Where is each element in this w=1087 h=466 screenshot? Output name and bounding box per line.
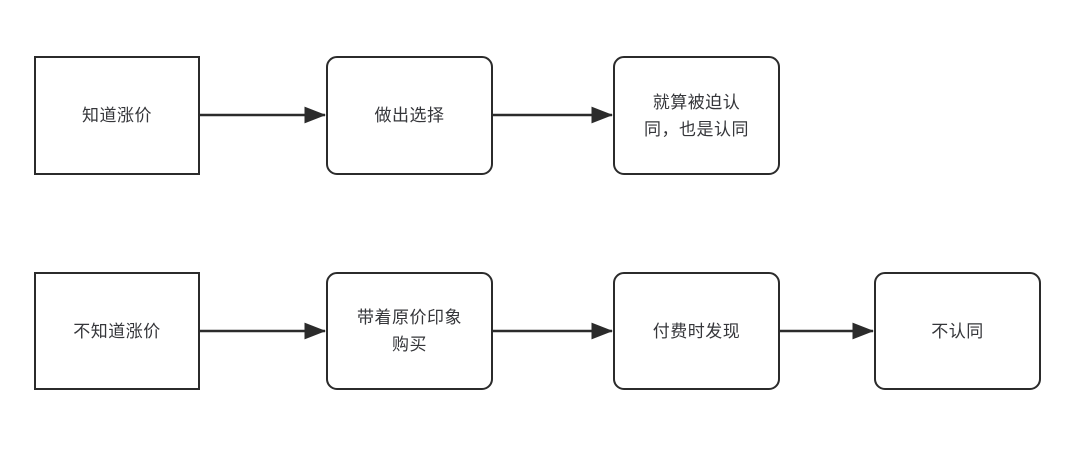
flow-node-m2[interactable]: 带着原价印象 购买 (326, 272, 493, 390)
flow-node-m1[interactable]: 不知道涨价 (34, 272, 200, 390)
flow-node-m3[interactable]: 付费时发现 (613, 272, 780, 390)
flow-node-n1[interactable]: 知道涨价 (34, 56, 200, 175)
flow-node-m4[interactable]: 不认同 (874, 272, 1041, 390)
flow-node-n2[interactable]: 做出选择 (326, 56, 493, 175)
flow-node-n3[interactable]: 就算被迫认 同，也是认同 (613, 56, 780, 175)
connector-arrows (200, 106, 874, 340)
